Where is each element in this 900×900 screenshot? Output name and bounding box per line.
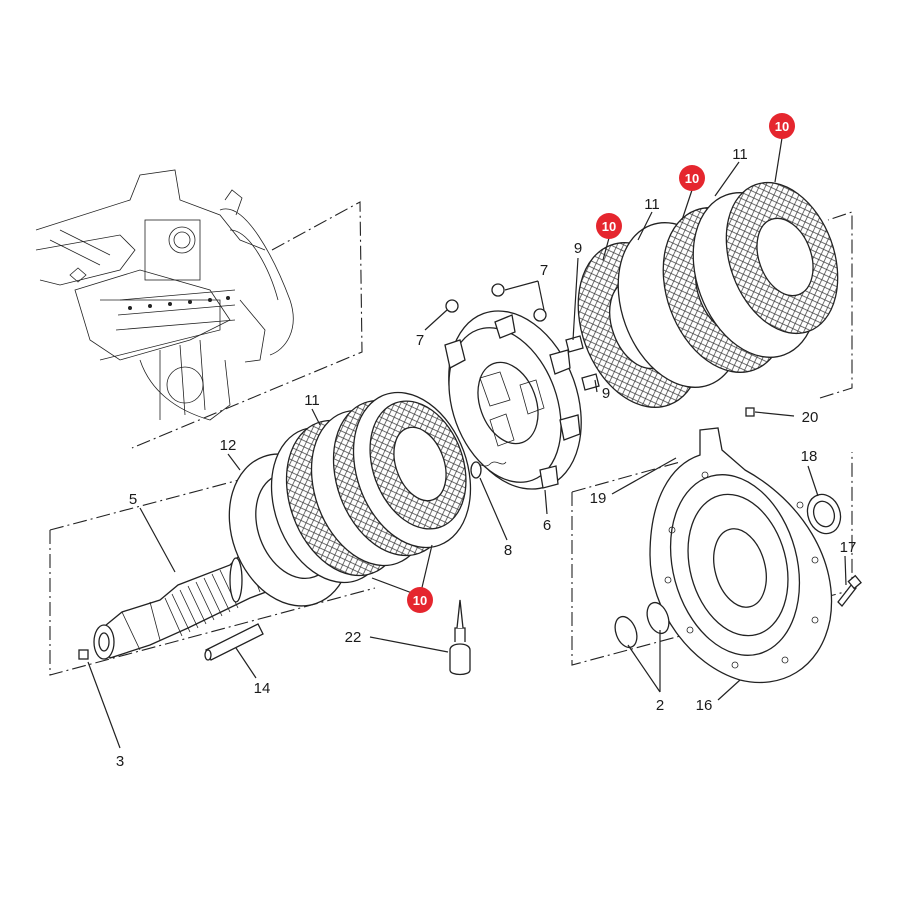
callout-9-lower[interactable]: 9 bbox=[602, 385, 610, 402]
frame-context bbox=[131, 201, 363, 449]
callout-12[interactable]: 12 bbox=[220, 437, 237, 454]
callout-10-highlight-upper-left[interactable]: 10 bbox=[596, 213, 622, 239]
highlight-circle bbox=[769, 113, 795, 139]
part-balls-7 bbox=[445, 283, 547, 322]
callout-11-middle[interactable]: 11 bbox=[644, 196, 660, 213]
part-plug-20 bbox=[745, 407, 755, 417]
part-sealant-22 bbox=[449, 599, 471, 676]
callout-2[interactable]: 2 bbox=[656, 697, 664, 714]
part-cover-16 bbox=[649, 427, 833, 684]
callout-11-top[interactable]: 11 bbox=[732, 146, 748, 163]
callout-7-upper[interactable]: 7 bbox=[540, 262, 548, 279]
callout-20[interactable]: 20 bbox=[802, 409, 819, 426]
callout-22[interactable]: 22 bbox=[345, 629, 362, 646]
part-nut-3 bbox=[78, 649, 89, 660]
callout-7-lower[interactable]: 7 bbox=[416, 332, 424, 349]
callout-6[interactable]: 6 bbox=[543, 517, 551, 534]
part-orings-2 bbox=[614, 601, 670, 649]
callout-10-highlight-upper-middle[interactable]: 10 bbox=[679, 165, 705, 191]
upper-disc-pack bbox=[577, 181, 839, 408]
vehicle-context-sketch bbox=[35, 169, 294, 421]
callout-17[interactable]: 17 bbox=[840, 539, 857, 556]
highlight-circle bbox=[407, 587, 433, 613]
part-bolt-17 bbox=[837, 574, 862, 607]
part-piston-6 bbox=[444, 310, 582, 490]
highlight-circle bbox=[679, 165, 705, 191]
highlight-circle bbox=[596, 213, 622, 239]
callout-5[interactable]: 5 bbox=[129, 491, 137, 508]
part-pins-9 bbox=[565, 335, 600, 391]
callout-10-highlight-lower[interactable]: 10 bbox=[407, 587, 433, 613]
lower-disc-pack bbox=[270, 391, 472, 584]
callout-label: 10 bbox=[685, 171, 699, 186]
callout-label: 10 bbox=[602, 219, 616, 234]
callout-16[interactable]: 16 bbox=[696, 697, 713, 714]
part-seal-18 bbox=[806, 493, 842, 535]
callout-label: 10 bbox=[413, 593, 427, 608]
callout-10-highlight-top-right[interactable]: 10 bbox=[769, 113, 795, 139]
callout-9-upper[interactable]: 9 bbox=[574, 240, 582, 257]
callout-label: 10 bbox=[775, 119, 789, 134]
part-spring-8 bbox=[470, 461, 507, 479]
callout-11-lower[interactable]: 11 bbox=[304, 392, 320, 409]
callout-14[interactable]: 14 bbox=[254, 680, 271, 697]
callout-18[interactable]: 18 bbox=[801, 448, 818, 465]
callout-19[interactable]: 19 bbox=[590, 490, 607, 507]
callout-3[interactable]: 3 bbox=[116, 753, 124, 770]
leader-lines bbox=[87, 137, 847, 749]
part-dowel-14 bbox=[204, 623, 264, 661]
callout-8[interactable]: 8 bbox=[504, 542, 512, 559]
